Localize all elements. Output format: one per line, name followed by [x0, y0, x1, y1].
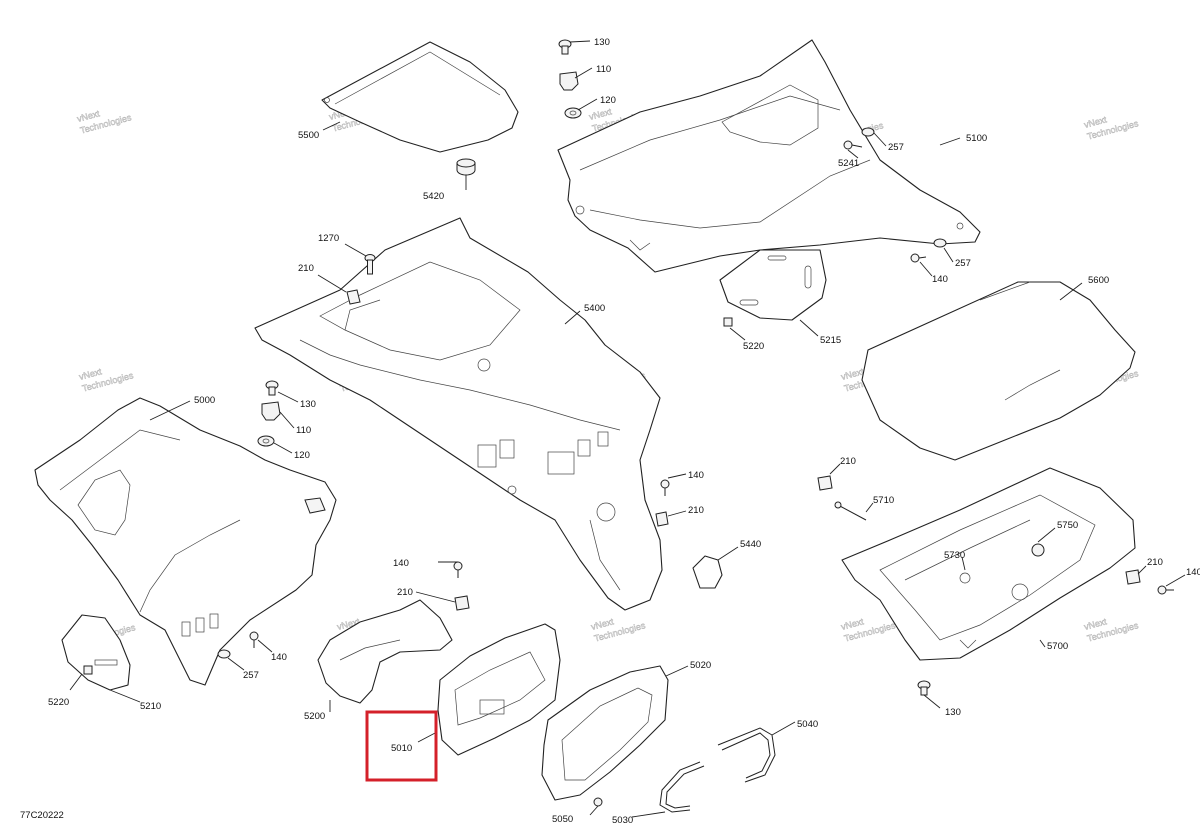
- callout-120[interactable]: 120: [600, 95, 616, 106]
- callout-140[interactable]: 140: [688, 470, 704, 481]
- part-1270-bolt[interactable]: [364, 254, 376, 275]
- callout-210[interactable]: 210: [298, 263, 314, 274]
- part-5241-screw[interactable]: [843, 140, 863, 150]
- callout-5020[interactable]: 5020: [690, 660, 711, 671]
- callout-5600[interactable]: 5600: [1088, 275, 1109, 286]
- part-110-clip-mid[interactable]: [261, 401, 281, 421]
- part-5600-cover[interactable]: [861, 281, 1136, 461]
- callout-5050[interactable]: 5050: [552, 814, 573, 825]
- part-210-clip-e[interactable]: [454, 595, 470, 611]
- callout-5440[interactable]: 5440: [740, 539, 761, 550]
- callout-130[interactable]: 130: [300, 399, 316, 410]
- callout-110[interactable]: 110: [596, 64, 611, 75]
- part-210-clip-a[interactable]: [346, 289, 361, 305]
- callout-5400[interactable]: 5400: [584, 303, 605, 314]
- callout-257[interactable]: 257: [243, 670, 259, 681]
- part-5000-side-panel[interactable]: [34, 397, 337, 686]
- part-257-nut-b[interactable]: [933, 238, 947, 248]
- leader-lines: [69, 40, 1186, 818]
- callout-5100[interactable]: 5100: [966, 133, 987, 144]
- vent-grille-5100: [721, 84, 819, 146]
- callout-5040[interactable]: 5040: [797, 719, 818, 730]
- callout-110[interactable]: 110: [296, 425, 311, 436]
- callout-5750[interactable]: 5750: [1057, 520, 1078, 531]
- figure-code: 77C20222: [20, 810, 64, 821]
- part-5440-cap[interactable]: [692, 555, 723, 589]
- part-5500-panel[interactable]: [321, 41, 519, 153]
- part-257-nut-a[interactable]: [861, 127, 875, 137]
- callout-140[interactable]: 140: [932, 274, 948, 285]
- part-5040-strip[interactable]: [717, 727, 776, 783]
- callout-5710[interactable]: 5710: [873, 495, 894, 506]
- part-5710-rod[interactable]: [834, 501, 867, 521]
- callout-5420[interactable]: 5420: [423, 191, 444, 202]
- callout-labels: 130 110 120 5500 5420 5100 5241 257 257 …: [20, 37, 1200, 825]
- callout-5010[interactable]: 5010: [391, 743, 412, 754]
- part-5700-tray[interactable]: [841, 467, 1136, 661]
- callout-5220[interactable]: 5220: [48, 697, 69, 708]
- part-130-rivet-bot[interactable]: [917, 680, 931, 696]
- part-fastener-5000[interactable]: [304, 497, 326, 514]
- part-5020-frame[interactable]: [541, 665, 669, 801]
- part-140-screw-b[interactable]: [660, 479, 670, 496]
- part-5030-strip[interactable]: [659, 761, 705, 813]
- part-5200-bracket[interactable]: [317, 599, 453, 704]
- part-5420-grommet[interactable]: [456, 158, 476, 176]
- part-130-rivet-top[interactable]: [558, 39, 572, 55]
- part-140-screw-d[interactable]: [453, 561, 463, 578]
- callout-210[interactable]: 210: [840, 456, 856, 467]
- callout-120[interactable]: 120: [294, 450, 310, 461]
- callout-5030[interactable]: 5030: [612, 815, 633, 825]
- part-210-clip-b[interactable]: [655, 511, 669, 527]
- part-5400-central-frame[interactable]: [254, 217, 663, 611]
- callout-130[interactable]: 130: [945, 707, 961, 718]
- callout-5215[interactable]: 5215: [820, 335, 841, 346]
- part-5050-screw[interactable]: [593, 797, 603, 807]
- callout-5210[interactable]: 5210: [140, 701, 161, 712]
- callout-5241[interactable]: 5241: [838, 158, 859, 169]
- part-140-screw-e[interactable]: [249, 631, 259, 648]
- callout-210[interactable]: 210: [1147, 557, 1163, 568]
- callout-257[interactable]: 257: [955, 258, 971, 269]
- callout-1270[interactable]: 1270: [318, 233, 339, 244]
- part-140-screw-a[interactable]: [910, 253, 927, 263]
- callout-5500[interactable]: 5500: [298, 130, 319, 141]
- vent-grille-5000: [77, 469, 131, 536]
- callout-140[interactable]: 140: [271, 652, 287, 663]
- part-5220-clip-a[interactable]: [723, 317, 733, 327]
- callout-210[interactable]: 210: [688, 505, 704, 516]
- part-110-clip-top[interactable]: [559, 71, 579, 91]
- callout-130[interactable]: 130: [594, 37, 610, 48]
- part-5210-bracket[interactable]: [61, 614, 131, 691]
- part-140-screw-c[interactable]: [1157, 585, 1174, 595]
- callout-5700[interactable]: 5700: [1047, 641, 1068, 652]
- callout-5200[interactable]: 5200: [304, 711, 325, 722]
- callout-5220[interactable]: 5220: [743, 341, 764, 352]
- part-257-nut-c[interactable]: [217, 649, 231, 659]
- part-5010-housing[interactable]: [437, 623, 561, 756]
- part-5100-side-panel[interactable]: [557, 39, 981, 273]
- part-130-rivet-mid[interactable]: [265, 380, 279, 396]
- highlight-box-5010: [365, 710, 438, 782]
- part-210-clip-d[interactable]: [1125, 569, 1141, 585]
- callout-140[interactable]: 140: [393, 558, 409, 569]
- callout-5000[interactable]: 5000: [194, 395, 215, 406]
- callout-257[interactable]: 257: [888, 142, 904, 153]
- part-5215-cover[interactable]: [719, 249, 827, 321]
- callout-210[interactable]: 210: [397, 587, 413, 598]
- part-120-washer-top[interactable]: [564, 107, 582, 119]
- part-210-clip-c[interactable]: [817, 475, 833, 491]
- callout-5730[interactable]: 5730: [944, 550, 965, 561]
- part-5220-clip-b[interactable]: [83, 665, 93, 675]
- callout-140[interactable]: 140: [1186, 567, 1200, 578]
- part-120-washer-mid[interactable]: [257, 435, 275, 447]
